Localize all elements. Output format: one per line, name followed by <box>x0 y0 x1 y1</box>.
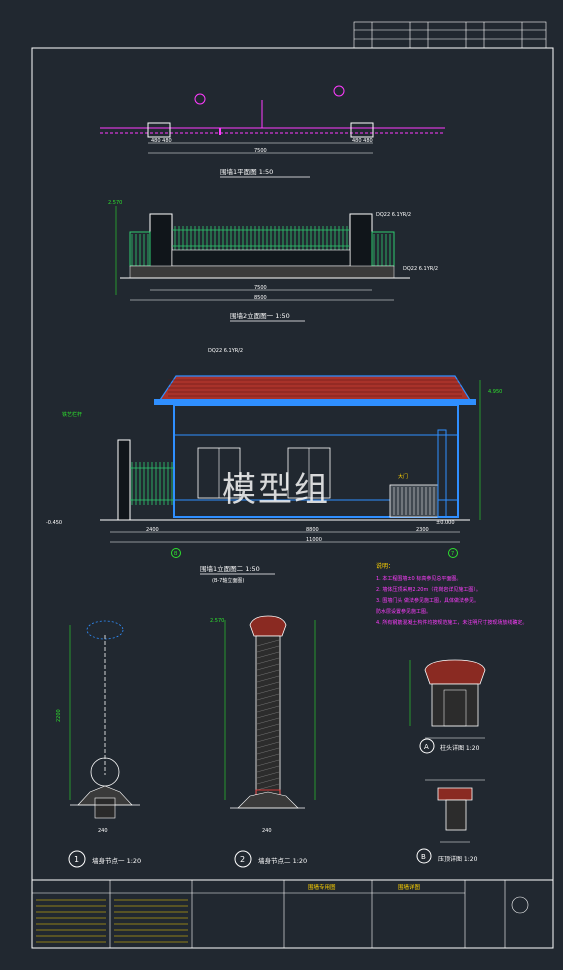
hatch-line <box>256 741 280 749</box>
elev2-dim-right: 2300 <box>416 527 429 533</box>
detailA-bubble-label: A <box>424 743 429 751</box>
plan-title: 围墙1平面图 1:50 <box>220 167 273 176</box>
hatch-line <box>256 645 280 653</box>
elev2-subtitle: (B-7轴立面图) <box>212 577 244 584</box>
hatch-line <box>256 771 280 779</box>
detailB-title: 压顶详图 1:20 <box>438 855 478 863</box>
revision-table <box>353 21 547 49</box>
plan-view: 480 480 480 480 7500 围墙1平面图 1:50 <box>100 85 445 178</box>
detailA-title: 柱头详图 1:20 <box>440 744 480 752</box>
detailA-bubble <box>419 738 435 754</box>
hatch-line <box>256 663 280 671</box>
notes-title: 说明： <box>376 562 394 570</box>
detailB-bubble-label: B <box>421 853 426 861</box>
hatch-line <box>256 783 280 791</box>
elev2-fence-tag: 铁艺栏杆 <box>62 411 82 418</box>
hatch-line <box>256 753 280 761</box>
detail-b: B 压顶详图 1:20 <box>416 779 485 864</box>
plan-dim-left: 480 480 <box>151 138 172 144</box>
node-detail-2: 2.570 240 2 墙身节点二 1:20 <box>210 615 316 868</box>
stamp-icon <box>511 896 529 914</box>
node1-title: 墙身节点一 1:20 <box>92 856 141 865</box>
elev2-level-roof: 4.950 <box>488 389 502 395</box>
plan-bubble-2 <box>333 85 345 97</box>
note-line: 2. 墙体压顶采用2.20m（花岗岩详见施工图）。 <box>376 586 481 593</box>
hatch-line <box>256 735 280 743</box>
note-line: 防水层设置参见施工图。 <box>376 608 431 615</box>
plan-pillar-left <box>147 122 171 138</box>
node2-dim-base: 240 <box>262 828 272 834</box>
node1-dim-base: 240 <box>98 828 108 834</box>
detailB-bubble <box>416 848 432 864</box>
plan-dim-total: 7500 <box>254 148 267 154</box>
detail-a: A 柱头详图 1:20 <box>409 659 486 754</box>
elev1-dim-seg: 7500 <box>254 285 267 291</box>
elev2-level-zero: ±0.000 <box>436 520 455 526</box>
hatch-line <box>256 657 280 665</box>
hatch-line <box>256 705 280 713</box>
eave-band <box>154 399 476 405</box>
hatch-line <box>256 651 280 659</box>
elevation-1: DQ22 6.1YR/2 DQ22 6.1YR/2 7500 8500 围墙2立… <box>108 200 438 322</box>
plan-pillar-right <box>350 122 374 138</box>
hatch-line <box>256 777 280 785</box>
node2-title: 墙身节点二 1:20 <box>258 856 307 865</box>
elev2-level-neg: -0.450 <box>46 520 62 526</box>
hatch-line <box>256 639 280 647</box>
notes-block: 说明： 1. 本工程围墙±0 标高参见总平面图。 2. 墙体压顶采用2.20m（花… <box>376 562 527 626</box>
elev2-dim-mid: 8800 <box>306 527 319 533</box>
hatch-line <box>256 747 280 755</box>
elev2-dim-total: 11000 <box>306 537 322 543</box>
elev1-tag: DQ22 6.1YR/2 <box>376 212 411 218</box>
plan-bubble-1 <box>194 93 206 105</box>
plan-dim-right: 480 480 <box>352 138 373 144</box>
node2-level-top: 2.570 <box>210 618 224 624</box>
title-sheet: 围墙详图 <box>398 883 421 891</box>
building-wall <box>173 404 459 518</box>
hatch-line <box>256 687 280 695</box>
node2-bubble-label: 2 <box>240 855 245 864</box>
elev2-title: 围墙1立面图二 1:50 <box>200 564 260 573</box>
axis-bubble-left <box>171 548 181 558</box>
title-block: 围墙专用图 围墙详图 <box>31 879 554 949</box>
note-line: 3. 围墙门头 做法参见施工图，具体做法参见。 <box>376 597 479 604</box>
hatch-line <box>256 681 280 689</box>
hatch-line <box>256 759 280 767</box>
node2-bubble <box>234 850 252 868</box>
axis-right-label: 7 <box>451 551 454 557</box>
elev1-title: 围墙2立面图一 1:50 <box>230 311 290 320</box>
axis-bubble-right <box>448 548 458 558</box>
title-project: 围墙专用图 <box>308 883 336 891</box>
elev1-tag2: DQ22 6.1YR/2 <box>403 266 438 272</box>
node1-bubble <box>68 850 86 868</box>
hatch-line <box>256 723 280 731</box>
note-line: 4. 所有钢筋混凝土构件均按规范施工，未注明尺寸按现场放线确定。 <box>376 619 527 626</box>
elev2-dim-left: 2400 <box>146 527 159 533</box>
elev1-dim-total: 8500 <box>254 295 267 301</box>
note-line: 1. 本工程围墙±0 标高参见总平面图。 <box>376 575 461 582</box>
hatch-line <box>256 675 280 683</box>
hatch-line <box>256 765 280 773</box>
node1-dim-height: 2200 <box>56 709 62 722</box>
hatch-line <box>256 693 280 701</box>
hatch-line <box>256 711 280 719</box>
hatch-line <box>256 729 280 737</box>
node1-bubble-label: 1 <box>74 855 79 864</box>
hatch-line <box>256 699 280 707</box>
axis-left-label: B <box>174 551 178 557</box>
node-detail-1: 2200 240 1 墙身节点一 1:20 <box>56 620 141 868</box>
gate-label: 大门 <box>398 473 408 480</box>
hatch-line <box>256 669 280 677</box>
elev1-level-top: 2.570 <box>108 200 122 206</box>
elevation-2: 2400 8800 2300 11000 B 7 围墙1立面图二 1:50 (B… <box>46 348 502 584</box>
roof-tag: DQ22 6.1YR/2 <box>208 348 243 354</box>
watermark: 模型组 <box>222 470 330 510</box>
hatch-line <box>256 717 280 725</box>
